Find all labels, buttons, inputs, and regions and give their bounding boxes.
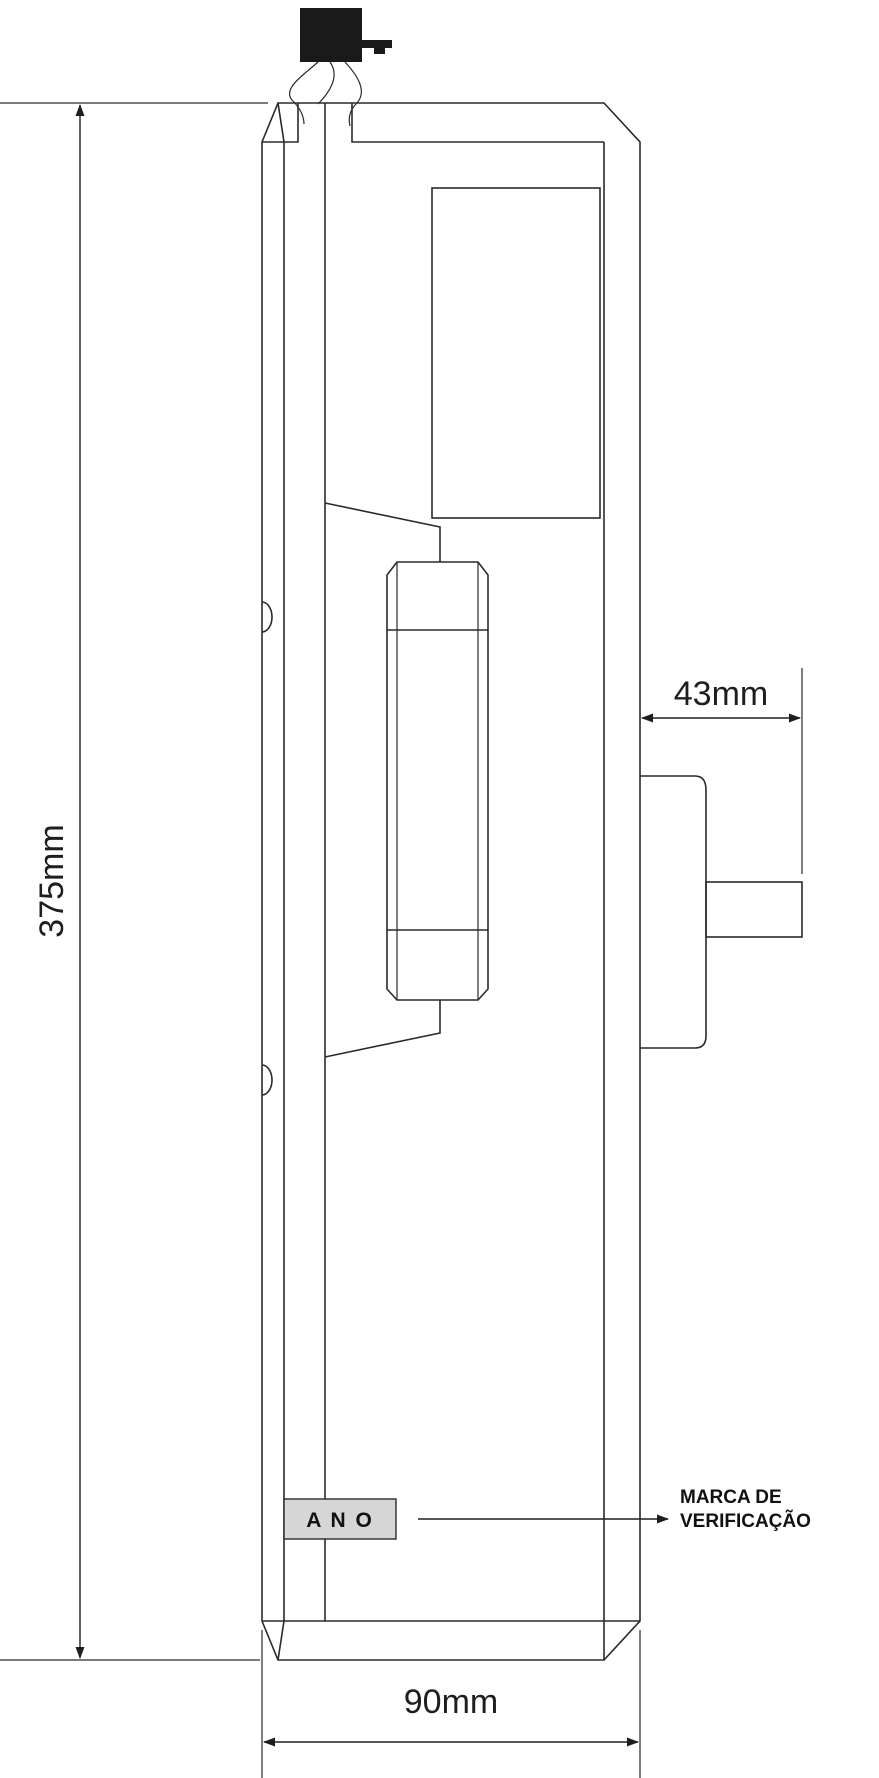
side-bump-upper (261, 601, 273, 633)
ano-text: A N O (306, 1509, 374, 1532)
cable-right (344, 61, 362, 127)
depth-dimension: 43mm (641, 668, 803, 874)
width-dimension: 90mm (261, 1630, 641, 1778)
mount-shaft (705, 881, 803, 938)
display-window (431, 187, 601, 519)
mount-bracket (640, 775, 707, 1049)
top-connector (289, 8, 392, 127)
handle-recess (324, 502, 489, 1058)
height-dimension: 375mm (0, 102, 268, 1661)
ano-label: A N O (283, 1498, 397, 1540)
side-mount (640, 775, 803, 1049)
connector-body (300, 8, 362, 62)
callout-line2: VERIFICAÇÃO (680, 1510, 811, 1532)
connector-latch (355, 40, 392, 54)
callout: MARCA DE VERIFICAÇÃO (418, 1487, 811, 1532)
side-bump-lower (261, 1064, 273, 1096)
enclosure (261, 102, 641, 1661)
handle (386, 561, 489, 1001)
width-label: 90mm (404, 1683, 498, 1721)
callout-line1: MARCA DE (680, 1487, 782, 1508)
cable-left (289, 61, 319, 125)
ano-box (283, 1498, 397, 1540)
enclosure-outline (261, 102, 641, 1661)
cable-cross (317, 61, 335, 105)
height-label: 375mm (33, 824, 71, 937)
depth-label: 43mm (674, 675, 768, 713)
